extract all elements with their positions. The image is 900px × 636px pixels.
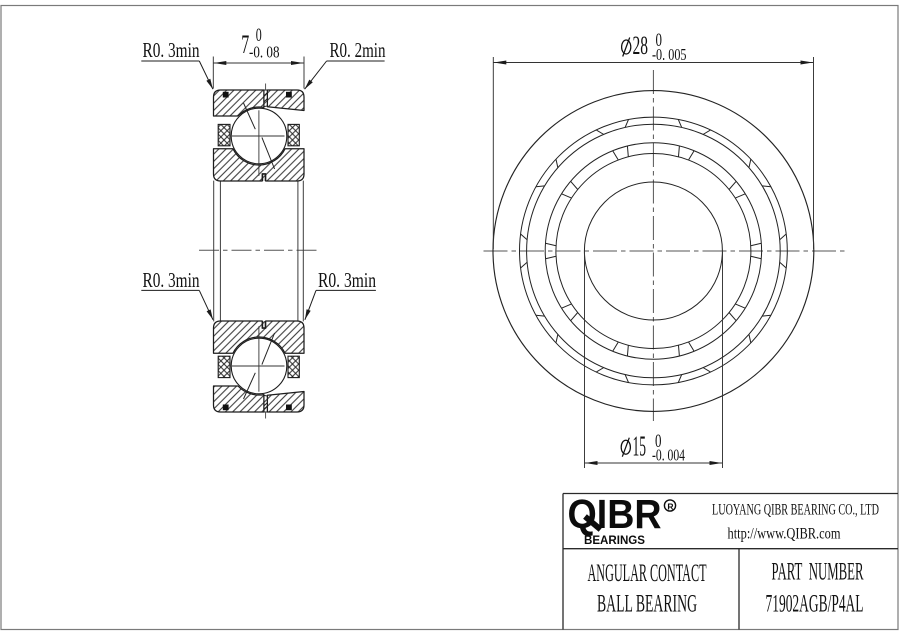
svg-text:PART NUMBER: PART NUMBER: [772, 559, 864, 586]
svg-text:R0. 3min: R0. 3min: [143, 38, 200, 62]
svg-text:-0. 004: -0. 004: [652, 446, 685, 465]
svg-text:BEARINGS: BEARINGS: [584, 535, 645, 547]
svg-text:R0. 3min: R0. 3min: [318, 268, 376, 292]
svg-text:0: 0: [655, 431, 662, 452]
svg-text:R: R: [667, 502, 673, 512]
svg-text:BALL BEARING: BALL BEARING: [597, 591, 697, 618]
svg-text:R0. 3min: R0. 3min: [143, 268, 200, 292]
svg-text:QIBR: QIBR: [568, 491, 662, 537]
svg-text:0: 0: [656, 30, 663, 51]
svg-text:0: 0: [256, 25, 262, 46]
svg-text:http://www.QIBR.com: http://www.QIBR.com: [728, 526, 841, 543]
svg-text:7: 7: [241, 29, 249, 59]
svg-text:-0. 005: -0. 005: [652, 45, 687, 64]
svg-text:15: 15: [633, 432, 647, 463]
svg-text:28: 28: [633, 30, 649, 60]
svg-text:71902AGB/P4AL: 71902AGB/P4AL: [766, 591, 864, 618]
svg-text:R0. 2min: R0. 2min: [330, 38, 386, 62]
svg-text:ANGULAR CONTACT: ANGULAR CONTACT: [588, 560, 707, 587]
svg-text:-0. 08: -0. 08: [249, 42, 280, 61]
svg-text:LUOYANG QIBR BEARING CO., LTD: LUOYANG QIBR BEARING CO., LTD: [712, 502, 879, 519]
